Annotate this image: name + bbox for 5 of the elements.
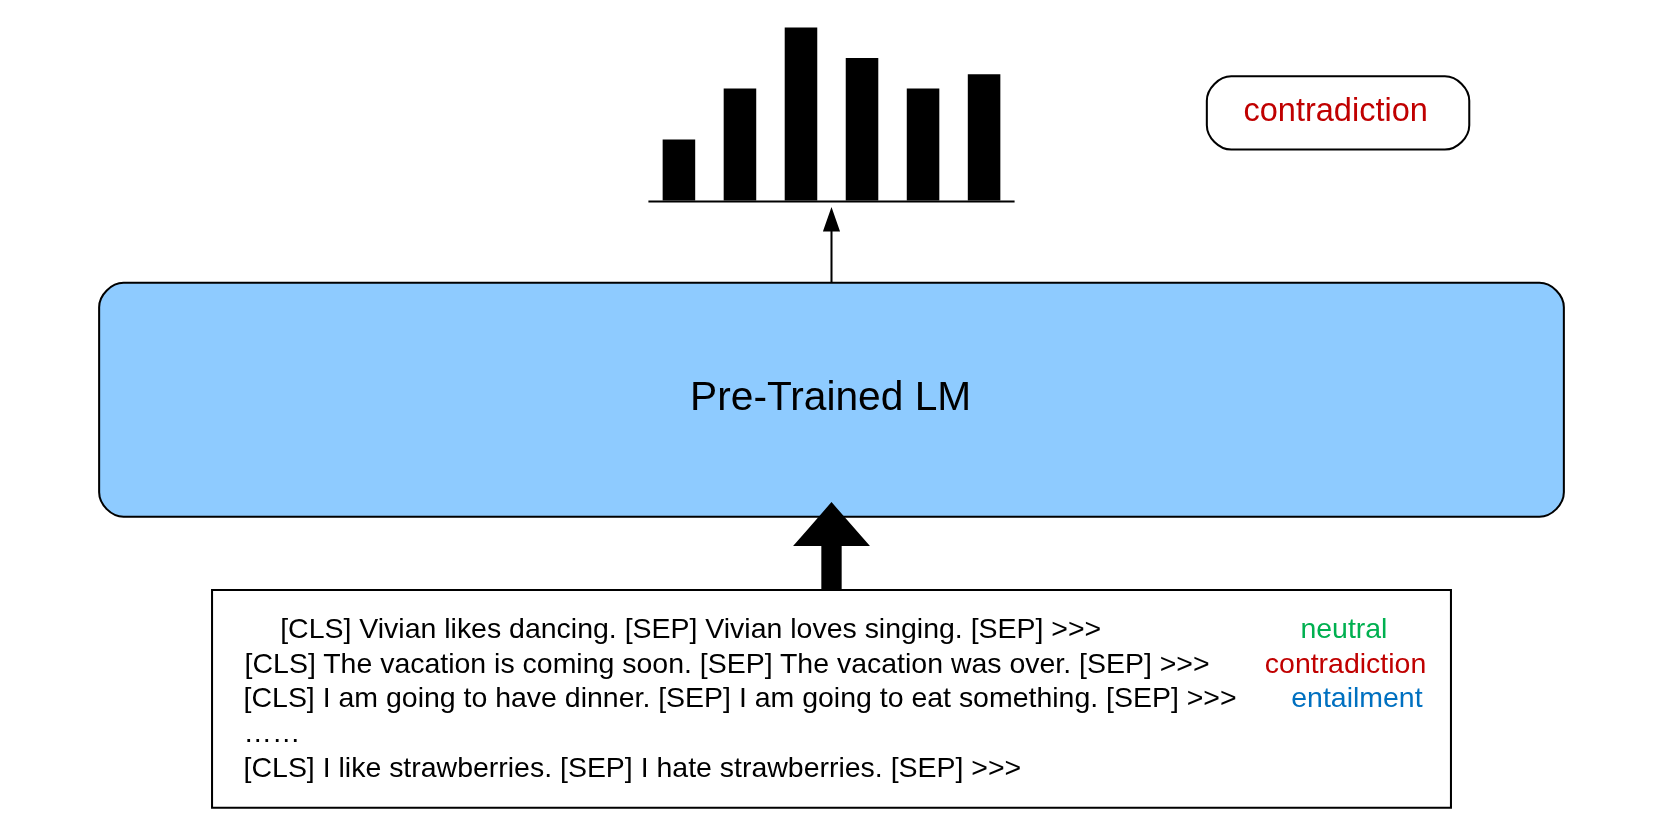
node-box: Pre-Trained LM <box>98 281 1565 518</box>
arrow <box>793 502 870 590</box>
node-box: contradiction <box>1205 75 1471 151</box>
node-box: [CLS] Vivian likes dancing. [SEP] Vivian loves singing. [SEP] >>> neutral [CLS] The vacation is coming soon. [SEP] The vacation was over. [SEP] >>> contradiction [CLS] I am going to have dinner. [SEP] I am going to eat something. [SEP] >>> entailment …… [CLS] I like strawberries. [SEP] I hate strawberries. [SEP] >>> <box>211 589 1452 809</box>
arrow <box>822 206 841 283</box>
